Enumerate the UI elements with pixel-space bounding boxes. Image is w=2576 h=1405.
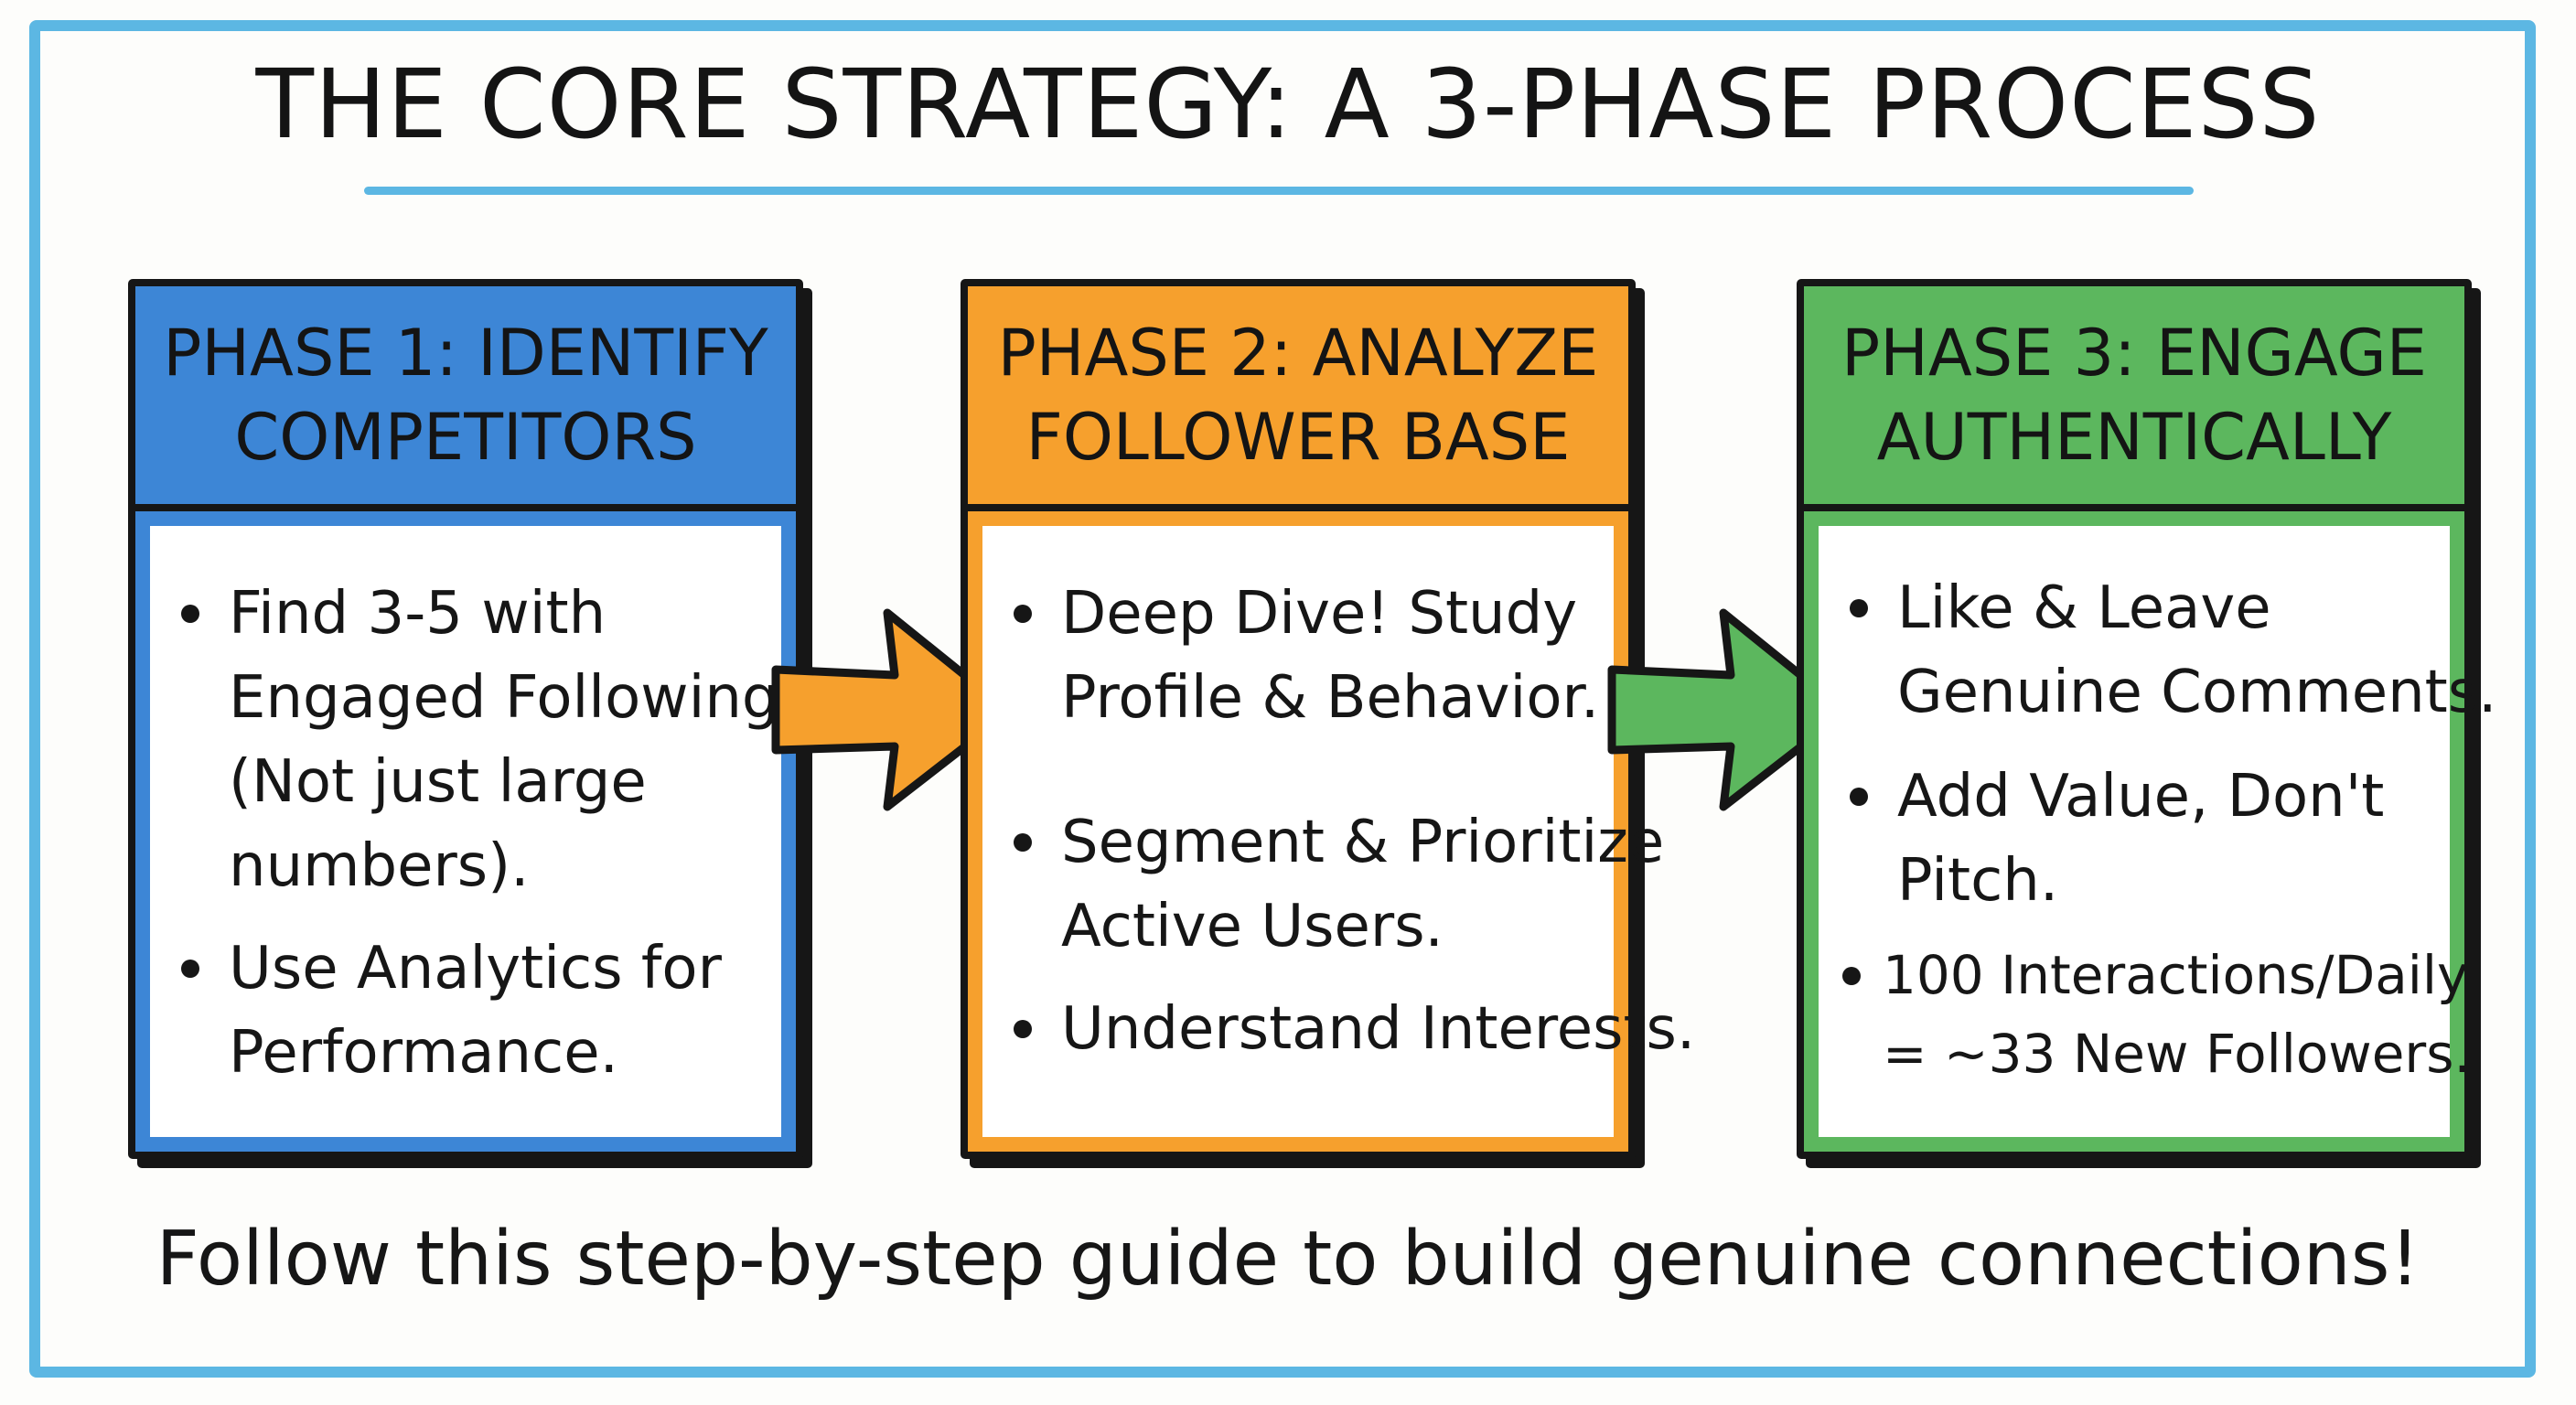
- phase-3-bullet-2-line-1: Add Value, Don't: [1897, 763, 2385, 831]
- title-underline: [364, 187, 2194, 195]
- phase-1-header-line-2: COMPETITORS: [234, 400, 697, 475]
- bullet-dot: [1850, 788, 1868, 806]
- phase-2-header-line-2: FOLLOWER BASE: [1025, 400, 1571, 475]
- phase-3-header-line-2: AUTHENTICALLY: [1876, 400, 2392, 475]
- arrow-right-icon: [1607, 608, 1851, 811]
- arrow-right-icon: [771, 608, 1014, 811]
- bullet-dot: [181, 605, 199, 623]
- phase-1-bullet-2-line-2: Performance.: [229, 1019, 618, 1087]
- phase-1-to-2-arrow: [771, 608, 1014, 811]
- bullet-dot: [1014, 833, 1032, 852]
- phase-2-header: PHASE 2: ANALYZE FOLLOWER BASE: [968, 286, 1628, 511]
- phase-2-header-line-1: PHASE 2: ANALYZE: [997, 316, 1599, 391]
- phase-1-card: PHASE 1: IDENTIFY COMPETITORS Find 3-5 w…: [128, 279, 810, 1159]
- phase-3-bullet-3-line-1: 100 Interactions/Daily: [1883, 944, 2469, 1006]
- phase-1-bullet-2-line-1: Use Analytics for: [229, 935, 722, 1003]
- phase-2-bullet-3-line-1: Understand Interests.: [1061, 995, 1696, 1063]
- phase-3-header-line-1: PHASE 3: ENGAGE: [1841, 316, 2427, 391]
- phase-3-bullet-2-line-2: Pitch.: [1897, 847, 2059, 915]
- phase-1-bullet-1-line-3: (Not just large: [229, 748, 647, 816]
- bullet-dot: [1842, 967, 1861, 985]
- phase-3-card: PHASE 3: ENGAGE AUTHENTICALLY Like & Lea…: [1797, 279, 2496, 1159]
- phase-1-bullet-1-line-1: Find 3-5 with: [229, 580, 606, 648]
- bullet-dot: [1014, 1020, 1032, 1038]
- phase-3-bullet-3-line-2: = ~33 New Followers.: [1883, 1023, 2471, 1085]
- diagram-title: THE CORE STRATEGY: A 3-PHASE PROCESS: [255, 48, 2321, 160]
- phase-1-header-line-1: PHASE 1: IDENTIFY: [163, 316, 768, 391]
- phase-1-bullet-1-line-2: Engaged Followings: [229, 664, 810, 732]
- phase-2-card: PHASE 2: ANALYZE FOLLOWER BASE Deep Dive…: [961, 279, 1695, 1159]
- phase-2-bullet-1-line-2: Profile & Behavior.: [1061, 664, 1600, 732]
- phase-2-bullet-2-line-2: Active Users.: [1061, 893, 1444, 960]
- phase-1-header: PHASE 1: IDENTIFY COMPETITORS: [135, 286, 796, 511]
- phase-2-bullet-1-line-1: Deep Dive! Study: [1061, 580, 1578, 648]
- bullet-dot: [181, 960, 199, 978]
- phase-3-header: PHASE 3: ENGAGE AUTHENTICALLY: [1804, 286, 2464, 511]
- phase-1-body: Find 3-5 with Engaged Followings (Not ju…: [150, 526, 810, 1137]
- phase-2-body: Deep Dive! Study Profile & Behavior. Seg…: [982, 526, 1695, 1137]
- phase-1-bullet-1-line-4: numbers).: [229, 832, 530, 900]
- footer-caption: Follow this step-by-step guide to build …: [156, 1216, 2420, 1303]
- phase-2-to-3-arrow: [1607, 608, 1851, 811]
- bullet-dot: [1014, 605, 1032, 623]
- bullet-dot: [1850, 599, 1868, 617]
- phase-2-bullet-2-line-1: Segment & Prioritize: [1061, 809, 1665, 876]
- phase-3-bullet-1-line-1: Like & Leave: [1897, 574, 2271, 642]
- phase-3-bullet-1-line-2: Genuine Comments.: [1897, 659, 2497, 726]
- phase-3-body: Like & Leave Genuine Comments. Add Value…: [1819, 526, 2496, 1137]
